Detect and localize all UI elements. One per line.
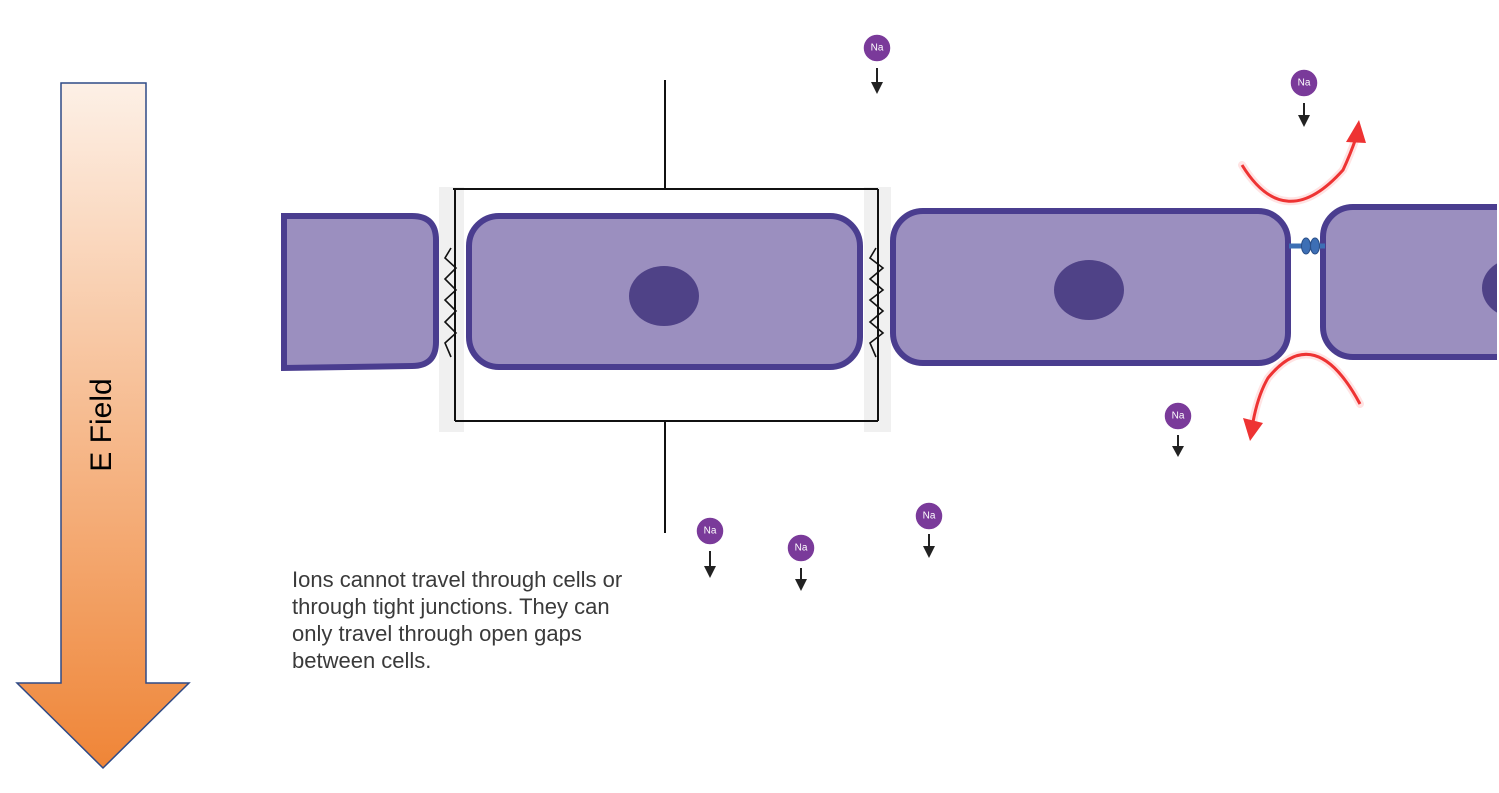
sodium-ion: Na [914, 501, 944, 558]
measurement-box [439, 80, 891, 533]
e-field-label: E Field [85, 378, 118, 471]
e-field-arrow: E Field [15, 82, 191, 770]
caption-text: Ions cannot travel through cells or thro… [292, 567, 623, 673]
sodium-ion: Na [695, 516, 725, 578]
cell-layer [281, 204, 1497, 372]
ion-label: Na [1298, 78, 1311, 89]
tight-junction-right [868, 247, 885, 358]
cell-far-right-partial [1320, 204, 1497, 360]
sodium-ion: Na [1289, 68, 1319, 127]
gap-junction [1289, 237, 1325, 255]
ion-label: Na [923, 511, 936, 522]
ion-flow-arrows [1238, 120, 1366, 441]
sodium-ion: Na [862, 33, 892, 94]
ion-label: Na [871, 43, 884, 54]
nucleus [629, 266, 699, 326]
sodium-ion: Na [1163, 401, 1193, 457]
nucleus [1482, 263, 1497, 313]
flow-arrowhead-down [1243, 418, 1263, 441]
cell-left-partial [281, 213, 439, 372]
nucleus [1054, 260, 1124, 320]
left-electrode-shade [439, 187, 464, 432]
ion-label: Na [704, 526, 717, 537]
sodium-ion: Na [786, 533, 816, 591]
flow-arrowhead-up [1346, 120, 1366, 143]
tight-junction-left [443, 247, 458, 358]
ion-label: Na [1172, 411, 1185, 422]
ion-label: Na [795, 543, 808, 554]
